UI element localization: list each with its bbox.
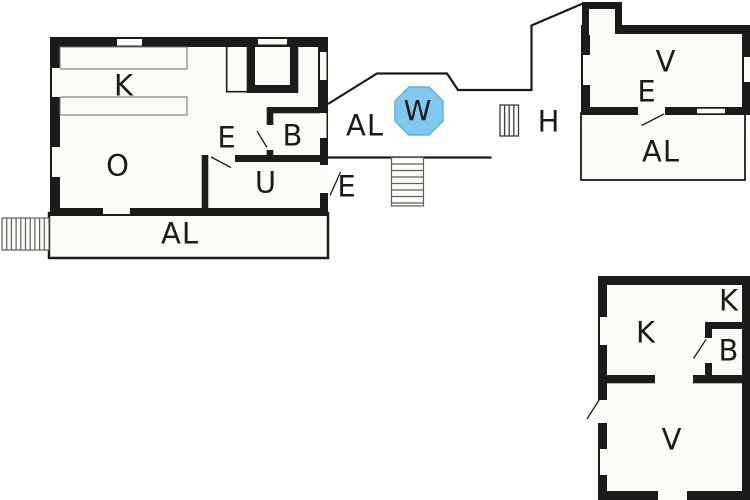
deck-stairs-icon bbox=[390, 156, 425, 207]
kitchen-counter bbox=[59, 46, 188, 116]
deck-outline bbox=[327, 1, 585, 159]
window bbox=[52, 39, 327, 214]
door-opening bbox=[704, 338, 713, 363]
door-opening bbox=[320, 165, 328, 193]
exterior-stairs-icon bbox=[1, 217, 50, 251]
steps-hatch-icon bbox=[499, 104, 520, 137]
door-opening bbox=[598, 400, 607, 423]
guest-house bbox=[586, 276, 750, 500]
whirlpool-octagon-icon bbox=[394, 86, 444, 136]
window bbox=[583, 55, 750, 114]
annex-building bbox=[580, 2, 750, 181]
door-swing bbox=[586, 339, 707, 420]
door-swing bbox=[641, 113, 665, 127]
door-swing bbox=[210, 130, 342, 196]
main-building bbox=[50, 37, 342, 216]
main-porch bbox=[47, 211, 330, 260]
window bbox=[600, 317, 607, 475]
door-opening bbox=[208, 154, 235, 163]
door-opening bbox=[658, 491, 687, 500]
door-opening bbox=[638, 107, 665, 116]
door-opening bbox=[265, 125, 275, 150]
